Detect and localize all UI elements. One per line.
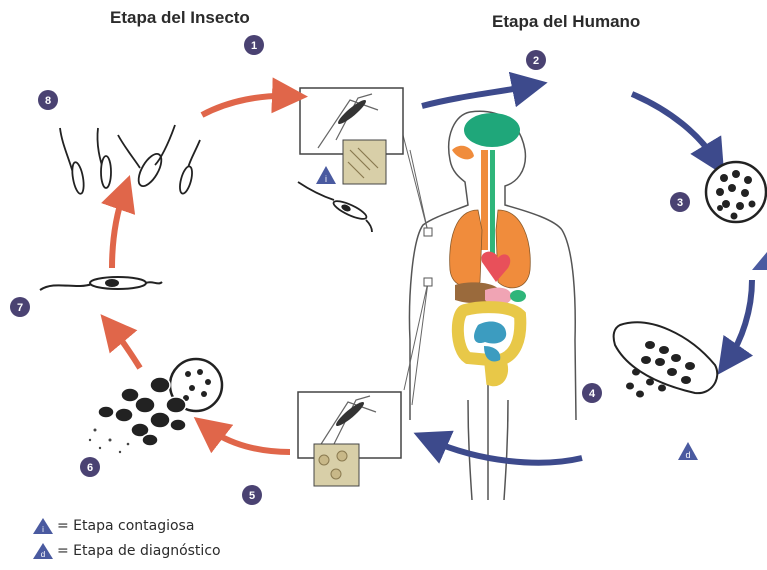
svg-text:d: d <box>685 450 690 460</box>
legend-infective-label: = Etapa contagiosa <box>57 518 194 534</box>
legend-infective: i = Etapa contagiosa <box>32 517 194 535</box>
diagnostic-triangle-4: d <box>678 442 698 460</box>
amastigotes-stage-6 <box>89 359 222 453</box>
step-marker-8: 8 <box>38 90 58 110</box>
infective-triangle-3 <box>752 252 767 270</box>
promastigotes-stage-8 <box>60 125 200 195</box>
sinus <box>452 146 474 160</box>
step-marker-4: 4 <box>582 383 602 403</box>
bite-site-lower <box>424 278 432 286</box>
step-marker-label: 5 <box>249 490 255 502</box>
lung-right <box>496 210 530 288</box>
arrow-3-to-4 <box>728 280 752 360</box>
diagnostic-legend-icon: d <box>32 542 54 560</box>
insect-stage-title: Etapa del Insecto <box>110 8 250 28</box>
human-stage-title: Etapa del Humano <box>492 12 640 32</box>
step-marker-label: 7 <box>17 302 23 314</box>
step-marker-label: 6 <box>87 462 93 474</box>
inset-top <box>300 88 403 184</box>
arrow-6-to-7 <box>112 328 140 368</box>
infective-legend-icon: i <box>32 517 54 535</box>
step-marker-label: 4 <box>589 388 596 400</box>
connector-lines <box>403 135 428 405</box>
legend-diagnostic-label: = Etapa de diagnóstico <box>57 543 221 559</box>
step-marker-1: 1 <box>244 35 264 55</box>
amastigotes-stage-4 <box>614 322 718 397</box>
step-marker-label: 1 <box>251 40 257 52</box>
promastigote-bite <box>298 182 372 232</box>
step-marker-label: 3 <box>677 197 683 209</box>
arrow-2-to-3 <box>632 94 715 160</box>
svg-text:d: d <box>41 550 45 559</box>
macrophage-stage-3 <box>706 162 766 222</box>
arrow-5-to-6 <box>208 428 290 452</box>
spleen <box>510 290 526 302</box>
promastigote-stage-7 <box>40 277 162 290</box>
arrow-1-to-2 <box>422 86 530 106</box>
step-marker-3: 3 <box>670 192 690 212</box>
infective-triangle-1: i <box>316 166 336 184</box>
step-marker-2: 2 <box>526 50 546 70</box>
brain <box>464 113 520 147</box>
step-marker-label: 2 <box>533 55 539 67</box>
arrow-8-to-1 <box>202 96 290 115</box>
step-marker-6: 6 <box>80 457 100 477</box>
inset-bottom <box>298 392 401 486</box>
legend-diagnostic: d = Etapa de diagnóstico <box>32 542 221 560</box>
svg-text:i: i <box>325 174 327 184</box>
step-marker-label: 8 <box>45 95 51 107</box>
svg-text:i: i <box>42 525 44 534</box>
large-intestine <box>458 307 520 380</box>
lung-left <box>450 210 482 286</box>
human-figure <box>403 111 576 500</box>
bite-site-upper <box>424 228 432 236</box>
arrow-7-to-8 <box>112 192 124 268</box>
step-marker-5: 5 <box>242 485 262 505</box>
step-marker-7: 7 <box>10 297 30 317</box>
